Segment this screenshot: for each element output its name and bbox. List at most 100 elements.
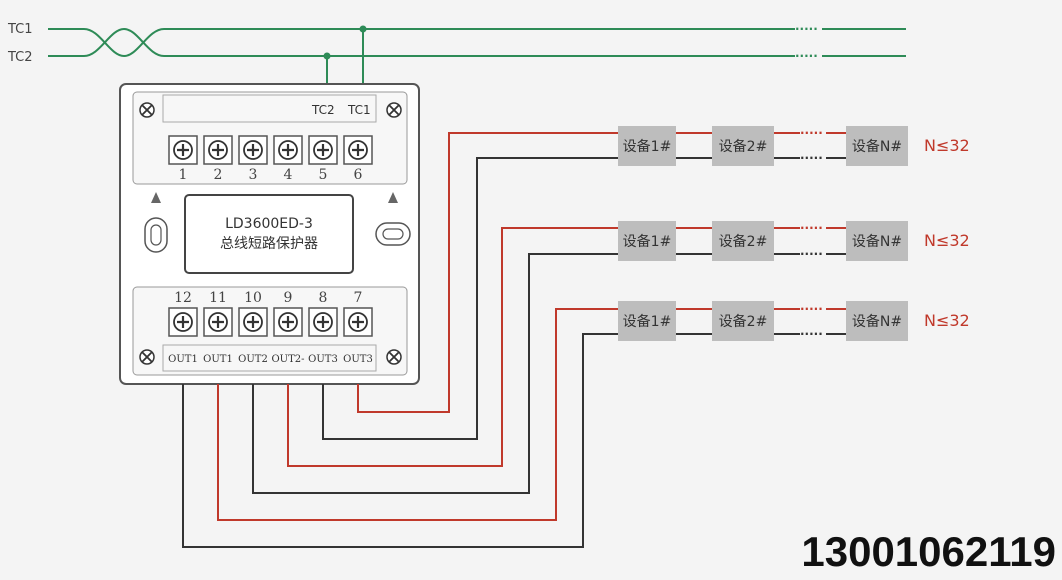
module-name: 总线短路保护器 (220, 236, 318, 252)
bottom-screws (168, 307, 373, 337)
arrow-left-icon (151, 192, 161, 203)
terminal-screw-icon (343, 135, 373, 165)
branch-2: ····· ····· 设备1# 设备2# 设备N# N≤32 (618, 221, 970, 261)
branch2-red-wire (287, 227, 618, 467)
terminal-number: 10 (244, 290, 262, 306)
terminal-number: 7 (354, 290, 363, 306)
terminal-screw-icon (168, 307, 198, 337)
output-label-strip (162, 344, 377, 372)
device-box (618, 126, 676, 166)
terminal-number: 9 (284, 290, 293, 306)
device-label: 设备2# (719, 138, 768, 155)
device-box (712, 301, 774, 341)
branch1-red-ellipsis: ····· (800, 126, 823, 140)
branch2-dark-wire (252, 253, 618, 494)
bus-label-tc1: TC1 (7, 22, 33, 37)
left-oval-indicator (144, 217, 168, 253)
module-model: LD3600ED-3 (225, 216, 313, 232)
terminal-number: 5 (319, 167, 328, 183)
terminal-screw-icon (238, 307, 268, 337)
terminal-number: 6 (354, 167, 363, 183)
terminal-number: 4 (284, 167, 293, 183)
terminal-screw-icon (238, 135, 268, 165)
terminal-number: 12 (174, 290, 192, 306)
display-window (184, 194, 354, 274)
branch3-dark-wire (182, 333, 618, 548)
terminal-screw-icon (308, 307, 338, 337)
output-label: OUT2 (238, 354, 268, 365)
output-label: OUT1 (168, 354, 198, 365)
right-oval-indicator (375, 222, 411, 246)
terminal-screw-icon (168, 135, 198, 165)
device-box (846, 301, 908, 341)
bus-label-tc2: TC2 (7, 50, 33, 65)
branch-limit: N≤32 (924, 231, 970, 250)
branch2-dark-ellipsis: ····· (800, 247, 823, 261)
arrow-right-icon (388, 192, 398, 203)
device-label: 设备2# (719, 313, 768, 330)
branch-3: ····· ····· 设备1# 设备2# 设备N# N≤32 (618, 301, 970, 341)
top-terminal-block (132, 91, 408, 185)
tc1-twist (48, 28, 165, 58)
top-label-strip (162, 94, 377, 123)
terminal-screw-icon (203, 307, 233, 337)
output-label: OUT1 (203, 354, 233, 365)
branch1-dark-ellipsis: ····· (800, 151, 823, 165)
branch3-dark-ellipsis: ····· (800, 327, 823, 341)
device-box (846, 126, 908, 166)
output-label: OUT3 (343, 354, 373, 365)
terminal-screw-icon (308, 135, 338, 165)
device-box (618, 221, 676, 261)
device-box (846, 221, 908, 261)
terminal-screw-icon (203, 135, 233, 165)
top-screws (168, 135, 373, 165)
branch-1: ····· ····· 设备1# 设备2# 设备N# N≤32 (618, 126, 970, 166)
tc2-twist (48, 27, 165, 57)
corner-screw-top-left (139, 102, 155, 118)
branch3-red-ellipsis: ····· (800, 302, 823, 316)
branch1-dark-wire (322, 157, 618, 440)
top-label-tc2: TC2 (311, 103, 335, 117)
terminal-number: 3 (249, 167, 258, 183)
terminal-screw-icon (343, 307, 373, 337)
device-box (712, 126, 774, 166)
branch1-red-wire (357, 132, 618, 413)
device-label: 设备N# (852, 138, 902, 155)
bus: TC1 TC2 ····· ····· (7, 22, 906, 88)
branch3-red-wire (217, 308, 618, 521)
output-wiring (182, 132, 618, 548)
terminal-number: 11 (209, 290, 227, 306)
device-label: 设备N# (852, 233, 902, 250)
output-label: OUT2- (271, 354, 304, 365)
device-label: 设备1# (623, 313, 672, 330)
device-label: 设备2# (719, 233, 768, 250)
device-box (618, 301, 676, 341)
corner-screw-bottom-left (139, 349, 155, 365)
phone-number: 13001062119 (801, 528, 1056, 575)
branch2-red-ellipsis: ····· (800, 221, 823, 235)
terminal-number: 2 (214, 167, 223, 183)
terminal-screw-icon (273, 135, 303, 165)
branch-limit: N≤32 (924, 136, 970, 155)
output-label: OUT3 (308, 354, 338, 365)
tc1-ellipsis: ····· (795, 22, 818, 36)
tc2-ellipsis: ····· (795, 49, 818, 63)
bottom-terminal-block (132, 286, 408, 376)
terminal-number: 8 (319, 290, 328, 306)
branch-limit: N≤32 (924, 311, 970, 330)
corner-screw-bottom-right (386, 349, 402, 365)
bottom-terminal-numbers: 12 11 10 9 8 7 (174, 290, 362, 306)
corner-screw-top-right (386, 102, 402, 118)
top-label-tc1: TC1 (347, 103, 371, 117)
terminal-screw-icon (273, 307, 303, 337)
top-terminal-numbers: 1 2 3 4 5 6 (179, 167, 363, 183)
device-label: 设备1# (623, 233, 672, 250)
device-label: 设备N# (852, 313, 902, 330)
terminal-number: 1 (179, 167, 188, 183)
device-box (712, 221, 774, 261)
device-label: 设备1# (623, 138, 672, 155)
